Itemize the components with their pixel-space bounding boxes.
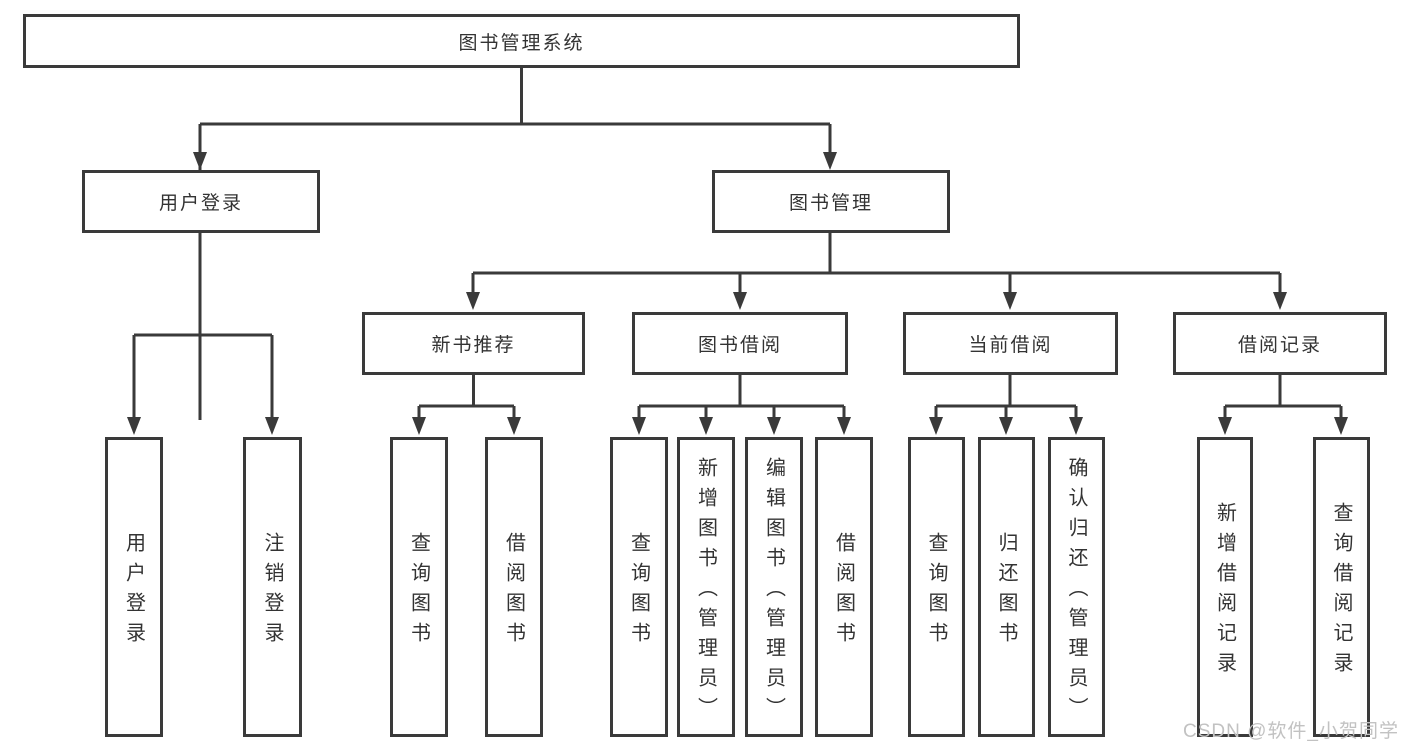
connector-root-to-level2 [193,68,837,420]
node-leaf-query-books-current-label: 查询图书 [925,532,947,652]
node-leaf-query-borrow-record-label: 查询借阅记录 [1330,502,1352,682]
node-user-login: 用户登录 [82,170,320,233]
node-leaf-confirm-return-admin: 确认归还（管理员） [1048,437,1105,737]
connector-book-management-to-level3 [466,233,1287,310]
node-user-login-label: 用户登录 [158,193,243,214]
node-leaf-user-login: 用户登录 [105,437,163,737]
node-book-borrowing: 图书借阅 [632,312,848,375]
node-leaf-add-borrow-record-label: 新增借阅记录 [1213,502,1236,682]
node-book-borrowing-label: 图书借阅 [697,335,782,356]
node-leaf-add-borrow-record: 新增借阅记录 [1197,437,1253,737]
node-leaf-query-borrow-record: 查询借阅记录 [1313,437,1370,737]
node-leaf-query-books-recommend: 查询图书 [390,437,448,737]
node-borrowing-records-label: 借阅记录 [1237,335,1322,356]
node-leaf-user-login-label: 用户登录 [122,532,145,652]
connector-user-login-to-leaves [127,233,279,435]
node-current-borrowing: 当前借阅 [903,312,1118,375]
node-leaf-return-books-label: 归还图书 [995,532,1017,652]
node-book-management: 图书管理 [712,170,950,233]
node-new-book-recommendation: 新书推荐 [362,312,585,375]
node-leaf-logout: 注销登录 [243,437,302,737]
connector-book-borrowing-to-leaves [632,375,851,435]
node-leaf-borrow-books-recommend: 借阅图书 [485,437,543,737]
node-book-management-label: 图书管理 [788,193,873,214]
node-leaf-borrow-books-recommend-label: 借阅图书 [502,532,525,652]
node-leaf-edit-books-admin-label: 编辑图书（管理员） [762,457,785,727]
node-leaf-add-books-admin-label: 新增图书（管理员） [694,457,717,727]
node-leaf-query-books-recommend-label: 查询图书 [407,532,430,652]
node-leaf-confirm-return-admin-label: 确认归还（管理员） [1065,457,1087,727]
node-leaf-borrow-books: 借阅图书 [815,437,873,737]
node-leaf-query-books-borrow-label: 查询图书 [627,532,650,652]
node-borrowing-records: 借阅记录 [1173,312,1387,375]
node-leaf-logout-label: 注销登录 [261,532,283,652]
node-leaf-query-books-current: 查询图书 [908,437,965,737]
connector-new-book-to-leaves [412,375,521,435]
node-leaf-query-books-borrow: 查询图书 [610,437,668,737]
connector-current-borrowing-to-leaves [929,375,1083,435]
node-new-book-recommendation-label: 新书推荐 [431,335,516,356]
node-leaf-add-books-admin: 新增图书（管理员） [677,437,735,737]
node-current-borrowing-label: 当前借阅 [968,335,1053,356]
connector-borrowing-records-to-leaves [1218,375,1348,435]
watermark-text: CSDN @软件_小贺同学 [1183,721,1399,742]
node-library-management-system-label: 图书管理系统 [458,32,585,54]
node-leaf-return-books: 归还图书 [978,437,1035,737]
node-library-management-system: 图书管理系统 [23,14,1020,68]
node-leaf-edit-books-admin: 编辑图书（管理员） [745,437,803,737]
node-leaf-borrow-books-label: 借阅图书 [832,532,855,652]
